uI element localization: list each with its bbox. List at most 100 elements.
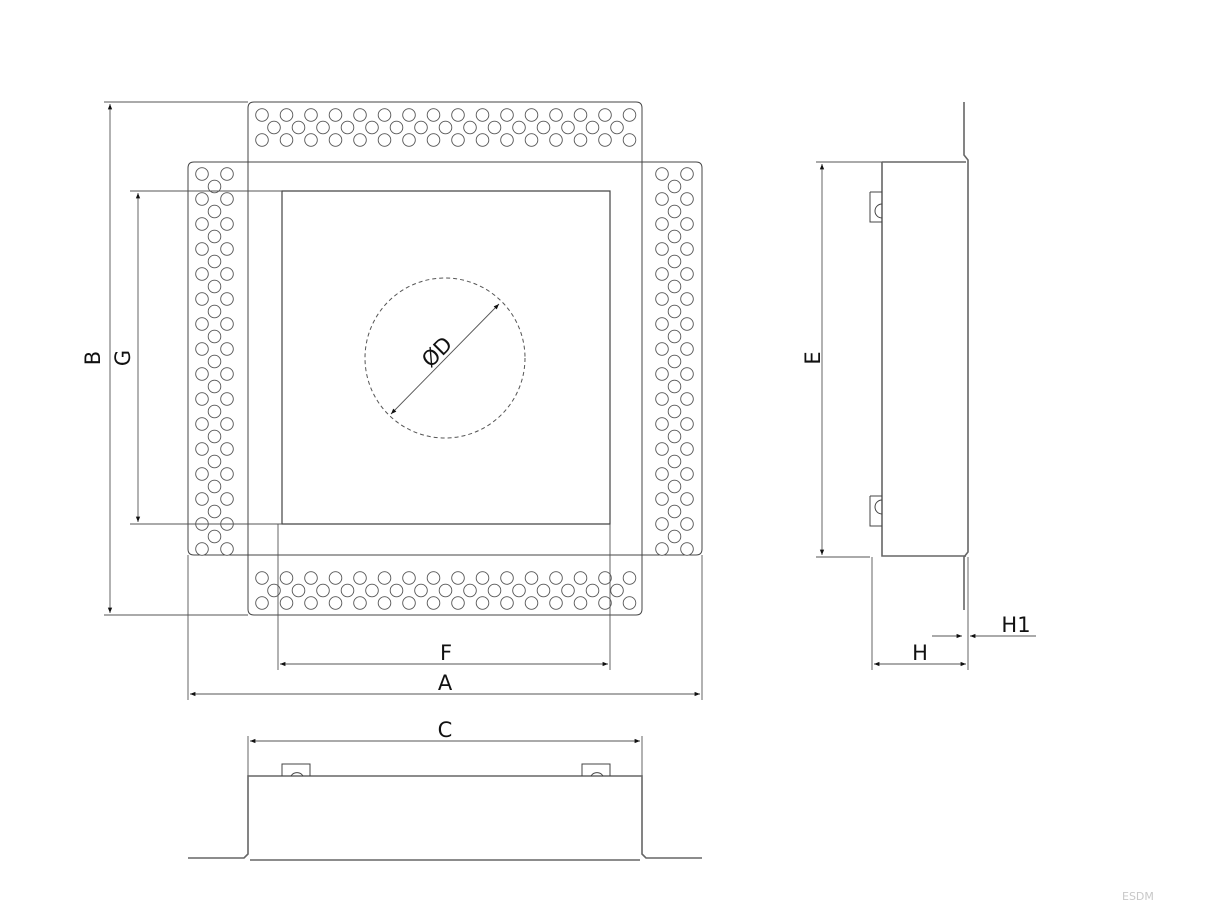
perforation-hole bbox=[655, 192, 669, 206]
perforation-hole bbox=[195, 492, 209, 506]
perforation-hole bbox=[680, 192, 694, 206]
perforation-hole bbox=[207, 354, 222, 369]
perforation-hole bbox=[680, 242, 694, 256]
perforation-hole bbox=[680, 342, 694, 356]
perforation-hole bbox=[561, 583, 575, 598]
perforation-hole bbox=[524, 596, 539, 610]
perforation-hole bbox=[377, 571, 392, 585]
perforation-hole bbox=[195, 342, 209, 356]
perforation-hole bbox=[207, 229, 222, 244]
perforation-hole bbox=[220, 217, 234, 231]
perforation-hole bbox=[220, 242, 234, 256]
front-view: ØD bbox=[187, 101, 703, 616]
perforation-hole bbox=[622, 571, 637, 585]
perforation-hole bbox=[195, 392, 209, 406]
perforation-hole bbox=[680, 542, 694, 556]
perforation-hole bbox=[610, 120, 624, 135]
perforation-hole bbox=[680, 367, 694, 381]
perforation-hole bbox=[389, 120, 404, 135]
perforation-hole bbox=[667, 504, 682, 519]
perforation-hole bbox=[279, 133, 294, 147]
perforation-hole bbox=[680, 267, 694, 281]
perforation-hole bbox=[195, 167, 209, 181]
perforation-hole bbox=[655, 317, 669, 331]
perforation-hole bbox=[195, 367, 209, 381]
perforation-hole bbox=[195, 317, 209, 331]
perforation-hole bbox=[195, 467, 209, 481]
label-D: ØD bbox=[417, 332, 457, 372]
perforation-hole bbox=[561, 120, 575, 135]
perforation-hole bbox=[573, 108, 588, 122]
perforation-hole bbox=[680, 492, 694, 506]
perforation-hole bbox=[279, 108, 294, 122]
duct-circle bbox=[364, 277, 526, 439]
perforation-hole bbox=[680, 217, 694, 231]
perforation-hole bbox=[438, 120, 453, 135]
perforation-hole bbox=[438, 583, 453, 598]
perforation-hole bbox=[524, 571, 539, 585]
perforation-hole bbox=[667, 479, 682, 494]
perforation-hole bbox=[475, 133, 490, 147]
perforation-hole bbox=[340, 120, 355, 135]
perforation-hole bbox=[426, 133, 441, 147]
perforation-hole bbox=[426, 596, 441, 610]
perforation-hole bbox=[426, 108, 441, 122]
perforation-hole bbox=[463, 583, 477, 598]
perforation-hole bbox=[304, 596, 318, 610]
perforation-hole bbox=[598, 571, 612, 585]
perforation-hole bbox=[220, 392, 234, 406]
perforation-hole bbox=[291, 583, 306, 598]
perforation-hole bbox=[402, 571, 416, 585]
perforation-hole bbox=[255, 571, 269, 585]
perforation-hole bbox=[328, 133, 343, 147]
perforation-hole bbox=[207, 179, 222, 194]
perforation-hole bbox=[304, 108, 318, 122]
perforation-hole bbox=[463, 120, 477, 135]
perforation-hole bbox=[667, 179, 682, 194]
perforation-hole bbox=[667, 254, 682, 269]
perforation-hole bbox=[195, 217, 209, 231]
perforation-hole bbox=[598, 133, 612, 147]
perforation-hole bbox=[353, 596, 367, 610]
perforation-hole bbox=[207, 454, 222, 469]
perforation-hole bbox=[220, 167, 234, 181]
perforation-hole bbox=[487, 120, 502, 135]
side-flange bbox=[963, 102, 969, 610]
perforation-hole bbox=[500, 571, 514, 585]
perforation-hole bbox=[524, 133, 539, 147]
perforation-hole bbox=[316, 120, 330, 135]
perforation-hole bbox=[304, 133, 318, 147]
perforation-hole bbox=[207, 204, 222, 219]
perforation-hole bbox=[220, 467, 234, 481]
perforation-hole bbox=[220, 292, 234, 306]
bottom-flange bbox=[188, 775, 702, 859]
perforation-hole bbox=[500, 108, 514, 122]
left-flange bbox=[187, 161, 248, 556]
perforation-hole bbox=[475, 108, 490, 122]
perforation-hole bbox=[365, 583, 379, 598]
perforation-hole bbox=[377, 108, 392, 122]
label-C: C bbox=[438, 718, 453, 742]
perforation-hole bbox=[207, 529, 222, 544]
perforation-hole bbox=[610, 583, 624, 598]
perforation-hole bbox=[220, 367, 234, 381]
perforation-hole bbox=[549, 596, 563, 610]
perforation-hole bbox=[267, 583, 281, 598]
perforation-hole bbox=[316, 583, 330, 598]
perforation-hole bbox=[680, 467, 694, 481]
bottom-clips bbox=[281, 763, 611, 776]
perforation-hole bbox=[487, 583, 502, 598]
perforation-hole bbox=[680, 392, 694, 406]
perforation-hole bbox=[207, 404, 222, 419]
label-B: B bbox=[81, 351, 105, 365]
perforation-hole bbox=[195, 442, 209, 456]
perforation-hole bbox=[667, 404, 682, 419]
label-H: H bbox=[912, 641, 928, 665]
perforation-hole bbox=[402, 108, 416, 122]
perforation-hole bbox=[549, 133, 563, 147]
perforation-hole bbox=[655, 292, 669, 306]
perforation-hole bbox=[500, 596, 514, 610]
perforation-hole bbox=[598, 108, 612, 122]
perforation-hole bbox=[655, 392, 669, 406]
